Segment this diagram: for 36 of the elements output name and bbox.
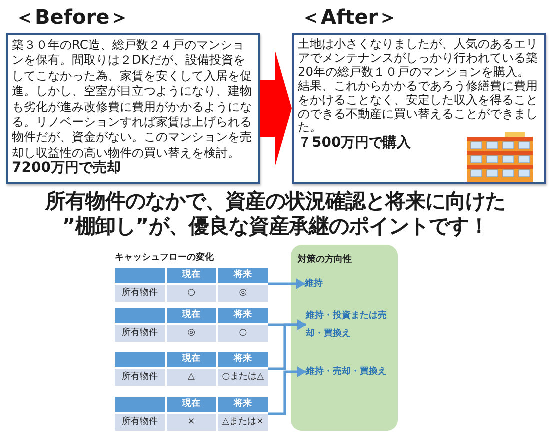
panel-heading: 対策の方向性 — [298, 254, 352, 266]
row-header: 所有物件 — [115, 369, 165, 386]
strategy-label: 維持・売却・買換え — [306, 363, 387, 381]
table-cell: △ — [166, 369, 216, 386]
table-cell: ◎ — [218, 285, 268, 302]
row-header: 所有物件 — [115, 285, 165, 302]
arrow — [268, 366, 306, 416]
arrow — [268, 320, 306, 370]
table-cell: ◎ — [166, 325, 216, 342]
arrow — [268, 278, 306, 290]
headline-text: 所有物件のなかで、資産の状況確認と将来に向けた”棚卸し”が、優良な資産承継のポイントです！ — [44, 189, 507, 239]
description-text: 土地は小さくなりましたが、人気のあるエリアでメンテナンスがしっかり行われている築20年の総戸数１０戸のマンションを購入。結果、これからかかるであろう修繕費に費用をかけることなく、安定した収入を得ることのできる不動産に買い替えることができました。 — [298, 38, 539, 135]
description-text: 築３０年のRC造、総戸数２４戸のマンションを保有。間取りは２DKだが、設備投資をしてこなかった為、家賃を安くして入居を促進。しかし、空室が目立つようになり、建物も劣化が進み改修費に費用がかかるようになる。リノベーションすれば家賃は上げられる物件だが、資金がない。このマンションを売却し収益性の高い物件の買い替えを検討。7200万円で売却 — [12, 38, 253, 177]
strategy-panel — [291, 245, 398, 431]
column-header: 現在 — [166, 397, 216, 412]
column-header: 現在 — [166, 308, 216, 323]
column-header: 将来 — [218, 268, 268, 283]
section-heading: ＜After＞ — [300, 4, 398, 31]
column-header: 現在 — [166, 268, 216, 283]
strategy-label: 維持・投資または売却・買換え — [306, 307, 392, 343]
table-cell: ○ — [218, 325, 268, 342]
section-heading: ＜Before＞ — [14, 4, 130, 31]
column-header: 将来 — [218, 352, 268, 367]
block-arrow — [260, 50, 292, 167]
column-header: 将来 — [218, 308, 268, 323]
column-header: 将来 — [218, 397, 268, 412]
row-header: 所有物件 — [115, 325, 165, 342]
table-title: キャッシュフローの変化 — [115, 252, 214, 264]
price-text: ７500万円で購入 — [298, 135, 412, 152]
strategy-label: 維持 — [305, 275, 323, 293]
table-cell: × — [166, 414, 216, 431]
table-cell: ○ — [166, 285, 216, 302]
table-cell: ○または△ — [218, 369, 268, 386]
table-cell: △または× — [218, 414, 268, 431]
row-header: 所有物件 — [115, 414, 165, 431]
column-header: 現在 — [166, 352, 216, 367]
